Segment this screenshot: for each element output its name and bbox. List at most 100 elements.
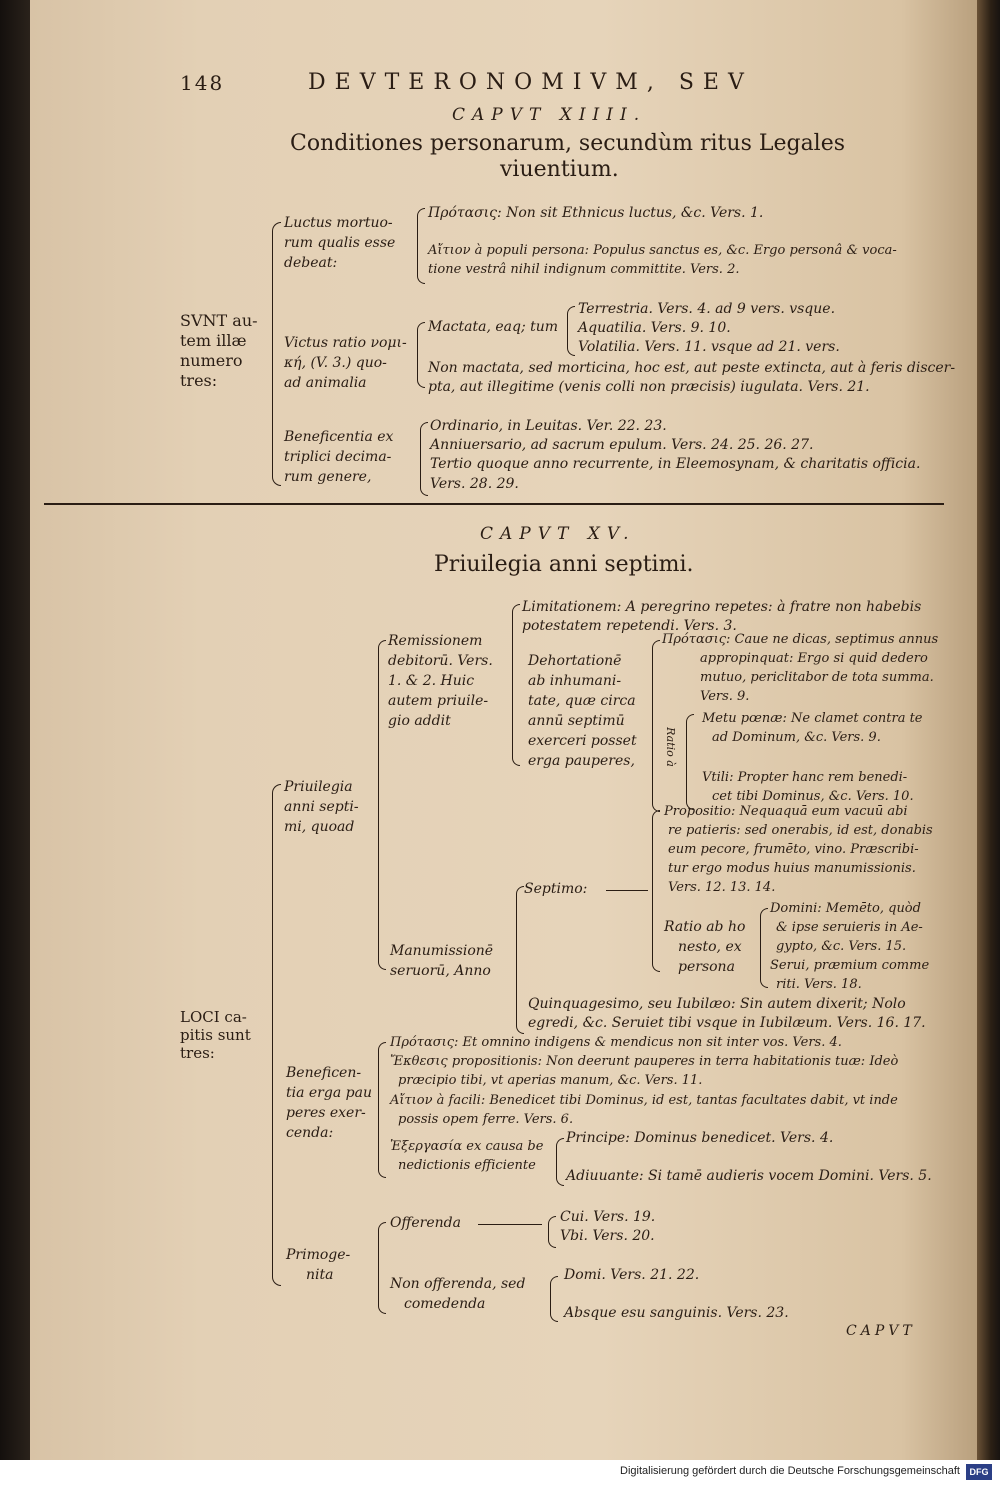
limitationem-line2: potestatem repetendi. Vers. 3. — [522, 618, 737, 634]
victus-line1: Victus ratio νομι- — [284, 335, 407, 351]
aquatilia-text: Aquatilia. Vers. 9. 10. — [578, 320, 731, 336]
propositio-line1: Propositio: Nequaquā eum vacuū abi — [664, 804, 908, 819]
principe-text: Principe: Dominus benedicet. Vers. 4. — [566, 1130, 834, 1146]
metu-line2: ad Dominum, &c. Vers. 9. — [712, 730, 881, 745]
dehortatio-line3: tate, quæ circa — [528, 693, 636, 709]
serui-line1: Serui, præmium comme — [770, 958, 930, 973]
protasis2-line4: Vers. 9. — [700, 689, 750, 704]
brace-septimo — [652, 810, 660, 972]
priuilegia-line2: anni septi- — [284, 799, 359, 815]
propositio-line3: eum pecore, frumēto, vino. Præscribi- — [668, 842, 919, 857]
septimo-connector-line — [606, 890, 648, 891]
absque-text: Absque esu sanguinis. Vers. 23. — [564, 1305, 789, 1321]
protasis2-line3: mutuo, periclitabor de tota summa. — [700, 670, 934, 685]
dehortatio-line2: ab inhumani- — [528, 673, 622, 689]
remissionem-line3: 1. & 2. Huic — [388, 673, 475, 689]
brace-dehortatio — [652, 640, 660, 812]
remissionem-line5: gio addit — [388, 713, 451, 729]
page-number: 148 — [180, 71, 225, 95]
ekthesis-line1: Ἔκθεσις propositionis: Non deerunt paupe… — [390, 1054, 899, 1069]
manumissione-line2: seruorū, Anno — [390, 963, 491, 979]
digitization-footer: Digitalisierung gefördert durch die Deut… — [0, 1460, 1000, 1485]
priuilegia-line1: Priuilegia — [284, 779, 353, 795]
protasis2-line2: appropinquat: Ergo si quid dedero — [700, 651, 928, 666]
ekthesis-line2: præcipio tibi, vt aperias manum, &c. Ver… — [398, 1073, 703, 1088]
luctus-protasis: Πρότασις: Non sit Ethnicus luctus, &c. V… — [428, 205, 764, 221]
beneficentia-line1: Beneficentia ex — [284, 429, 394, 445]
brace-beneficentia — [420, 422, 428, 496]
dehortatio-line6: erga pauperes, — [528, 753, 635, 769]
serui-line2: riti. Vers. 18. — [776, 977, 862, 992]
brace-non-offerenda — [550, 1276, 558, 1322]
book-page — [30, 0, 977, 1460]
remissionem-line4: autem priuile- — [388, 693, 489, 709]
cui-text: Cui. Vers. 19. — [560, 1209, 656, 1225]
manumissione-line1: Manumissionē — [390, 943, 494, 959]
luctus-line1: Luctus mortuo- — [284, 215, 393, 231]
luctus-line2: rum qualis esse — [284, 235, 396, 251]
mactata-label: Mactata, eaq; tum — [428, 319, 559, 335]
quinquagesimo-line1: Quinquagesimo, seu Iubilæo: Sin autem di… — [528, 996, 906, 1012]
brace-primogenita — [378, 1222, 386, 1314]
catchword: CAPVT — [846, 1323, 916, 1339]
brace-manumissione — [516, 886, 524, 1034]
quinquagesimo-line2: egredi, &c. Seruiet tibi vsque in Iubilæ… — [528, 1015, 926, 1031]
loci-line2: pitis sunt — [180, 1026, 251, 1044]
domini-line3: gypto, &c. Vers. 15. — [776, 939, 907, 954]
septimo-label: Septimo: — [524, 881, 588, 897]
limitationem-line1: Limitationem: A peregrino repetes: à fra… — [522, 599, 922, 615]
footer-credit: Digitalisierung gefördert durch die Deut… — [620, 1465, 960, 1477]
dfg-logo: DFG — [966, 1464, 992, 1480]
chapter-14-title-line2: viuentium. — [500, 157, 619, 182]
dehortatio-line5: exerceri posset — [528, 733, 637, 749]
non-offerenda-line1: Non offerenda, sed — [390, 1276, 526, 1292]
domi-text: Domi. Vers. 21. 22. — [564, 1267, 700, 1283]
luctus-aition-line1: Αἴτιον à populi persona: Populus sanctus… — [428, 243, 897, 258]
beneficentia2-line3: peres exer- — [286, 1105, 366, 1121]
brace-mactata — [567, 306, 575, 356]
running-head: DEVTERONOMIVM, SEV — [308, 70, 753, 95]
beneficentia2-line2: tia erga pau — [286, 1085, 372, 1101]
chapter-15-title: Priuilegia anni septimi. — [434, 552, 694, 577]
brace-ch15-root — [272, 784, 281, 1286]
vbi-text: Vbi. Vers. 20. — [560, 1228, 655, 1244]
primogenita-line1: Primoge- — [286, 1247, 351, 1263]
dehortatio-line4: annū septimū — [528, 713, 625, 729]
volatilia-text: Volatilia. Vers. 11. vsque ad 21. vers. — [578, 339, 840, 355]
chapter-14-heading: CAPVT XIIII. — [452, 105, 647, 125]
brace-ch14-root — [272, 222, 281, 486]
remissionem-line2: debitorū. Vers. — [388, 653, 493, 669]
tertio-line2: Vers. 28. 29. — [430, 476, 519, 492]
remissionem-line1: Remissionem — [388, 633, 483, 649]
chapter-divider-rule — [44, 503, 944, 505]
loci-line1: LOCI ca- — [180, 1008, 247, 1026]
brace-victus — [417, 322, 425, 388]
book-binding — [977, 0, 1000, 1460]
non-mactata-line1: Non mactata, sed morticina, hoc est, aut… — [428, 360, 956, 376]
propositio-line2: re patieris: sed onerabis, id est, donab… — [668, 823, 933, 838]
root-label-line2: tem illæ — [180, 331, 247, 350]
brace-exergasia — [556, 1138, 564, 1186]
protasis3-text: Πρότασις: Et omnino indigens & mendicus … — [390, 1035, 842, 1050]
aition2-line1: Αἴτιον à facili: Benedicet tibi Dominus,… — [390, 1093, 898, 1108]
victus-line2: κή, (V. 3.) quo- — [284, 355, 387, 371]
luctus-line3: debeat: — [284, 255, 338, 271]
tertio-line1: Tertio quoque anno recurrente, in Eleemo… — [430, 456, 921, 472]
ratio-honesto-line2: nesto, ex — [678, 939, 742, 955]
utili-line1: Vtili: Propter hanc rem benedi- — [702, 770, 908, 785]
utili-line2: cet tibi Dominus, &c. Vers. 10. — [712, 789, 914, 804]
chapter-14-title-line1: Conditiones personarum, secundùm ritus L… — [290, 131, 846, 156]
ratio-honesto-line1: Ratio ab ho — [664, 919, 746, 935]
non-mactata-line2: pta, aut illegitime (venis colli non præ… — [428, 379, 870, 395]
protasis2-line1: Πρότασις: Caue ne dicas, septimus annus — [662, 632, 939, 647]
brace-ratio-honesto — [760, 908, 768, 988]
domini-line1: Domini: Memēto, quòd — [770, 901, 921, 916]
scan-left-edge — [0, 0, 30, 1460]
ratio-honesto-line3: persona — [678, 959, 735, 975]
victus-line3: ad animalia — [284, 375, 367, 391]
brace-beneficentia2 — [378, 1042, 386, 1178]
root-label-line4: tres: — [180, 371, 218, 390]
chapter-15-heading: CAPVT XV. — [480, 524, 636, 544]
beneficentia-line3: rum genere, — [284, 469, 372, 485]
propositio-line4: tur ergo modus huius manumissionis. — [668, 861, 916, 876]
